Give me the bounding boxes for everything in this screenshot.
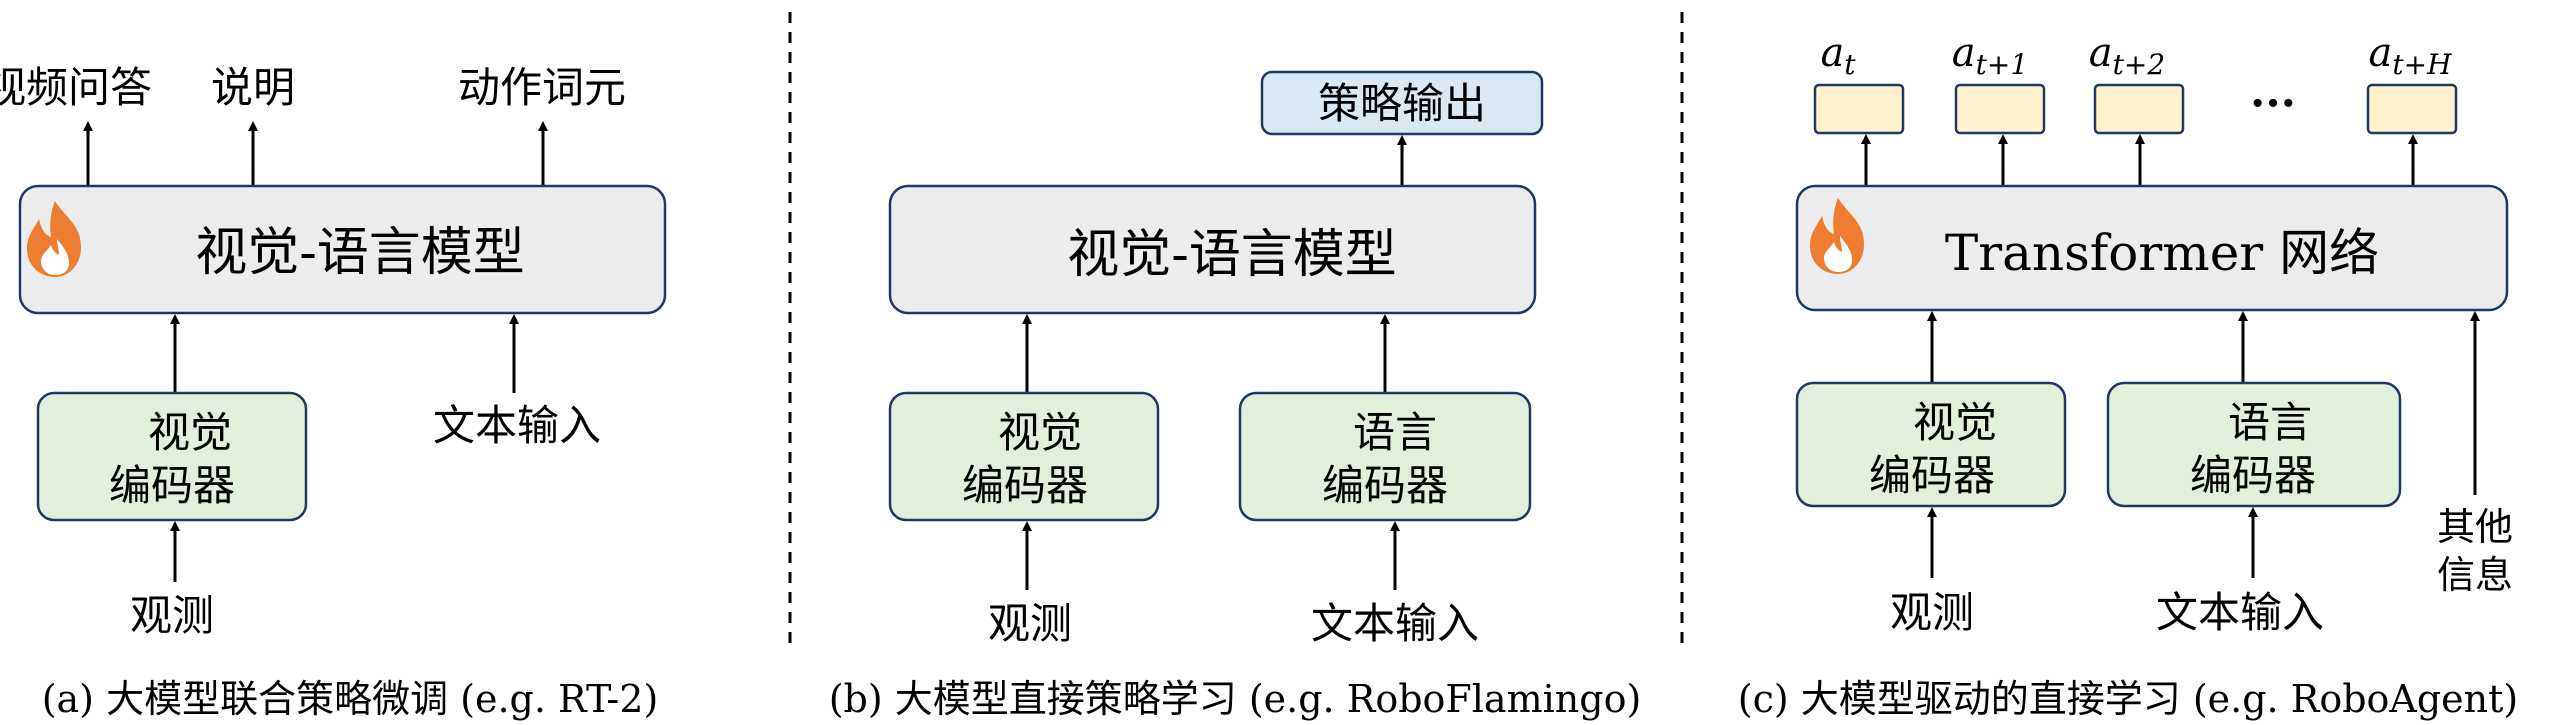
- observation-b: 观测: [988, 599, 1072, 648]
- ellipsis: ···: [2250, 78, 2296, 129]
- text-input-b: 文本输入: [1311, 599, 1479, 648]
- language-encoder-line2-b: 编码器: [1322, 461, 1448, 510]
- panel-a: 视频问答 说明 动作词元 视觉-语言模型 视觉 编码器 文本输入 观测 (a) …: [0, 63, 667, 721]
- language-encoder-line1-b: 语言: [1353, 408, 1437, 457]
- action-label-tH: at+H: [2369, 30, 2453, 81]
- transformer-label: Transformer 网络: [1945, 224, 2379, 282]
- vision-encoder-box-a: [36, 391, 308, 522]
- language-encoder-line2-c: 编码器: [2190, 451, 2316, 500]
- action-box-tH: [2366, 83, 2458, 135]
- vision-encoder-line1-a: 视觉: [148, 408, 232, 457]
- vision-encoder-box-c: [1795, 381, 2067, 508]
- other-info-line1: 其他: [2437, 505, 2513, 549]
- language-encoder-line1-c: 语言: [2228, 398, 2312, 447]
- output-video-qa: 视频问答: [0, 63, 152, 112]
- panel-c: at at+1 at+2 at+H ··· Transformer 网络 视觉 …: [1738, 30, 2519, 721]
- vlm-label-a: 视觉-语言模型: [195, 223, 525, 283]
- policy-output-box: [1260, 70, 1544, 136]
- transformer-box: [1795, 184, 2509, 312]
- vision-encoder-line2-c: 编码器: [1869, 451, 1995, 500]
- panel-b: 策略输出 视觉-语言模型 视觉 编码器 语言 编码器 观测 文本输入 (b) 大…: [829, 70, 1642, 721]
- language-encoder-box-c: [2106, 381, 2402, 508]
- action-box-t1: [1954, 83, 2046, 135]
- caption-b: (b) 大模型直接策略学习 (e.g. RoboFlamingo): [829, 677, 1642, 721]
- action-label-t1: at+1: [1952, 30, 2028, 81]
- caption-a: (a) 大模型联合策略微调 (e.g. RT-2): [42, 677, 659, 721]
- other-info-line2: 信息: [2437, 553, 2513, 597]
- vlm-box-b: [888, 184, 1537, 315]
- observation-c: 观测: [1890, 588, 1974, 637]
- vision-encoder-box-b: [888, 391, 1160, 522]
- vision-encoder-line1-b: 视觉: [998, 408, 1082, 457]
- output-action-tokens: 动作词元: [458, 63, 626, 112]
- vlm-box-a: [18, 184, 667, 315]
- action-label-t: at: [1820, 30, 1856, 81]
- vision-encoder-line1-c: 视觉: [1913, 398, 1997, 447]
- observation-a: 观测: [130, 591, 214, 640]
- language-encoder-box-b: [1238, 391, 1532, 522]
- vision-encoder-line2-a: 编码器: [109, 461, 235, 510]
- vlm-label-b: 视觉-语言模型: [1067, 225, 1397, 285]
- text-input-a: 文本输入: [433, 401, 601, 450]
- caption-c: (c) 大模型驱动的直接学习 (e.g. RoboAgent): [1738, 677, 2519, 721]
- action-box-t: [1813, 83, 1905, 135]
- action-box-t2: [2093, 83, 2185, 135]
- policy-output-label: 策略输出: [1318, 79, 1486, 128]
- output-caption: 说明: [211, 63, 295, 112]
- action-label-t2: at+2: [2089, 30, 2165, 81]
- text-input-c: 文本输入: [2156, 588, 2324, 637]
- vision-encoder-line2-b: 编码器: [962, 461, 1088, 510]
